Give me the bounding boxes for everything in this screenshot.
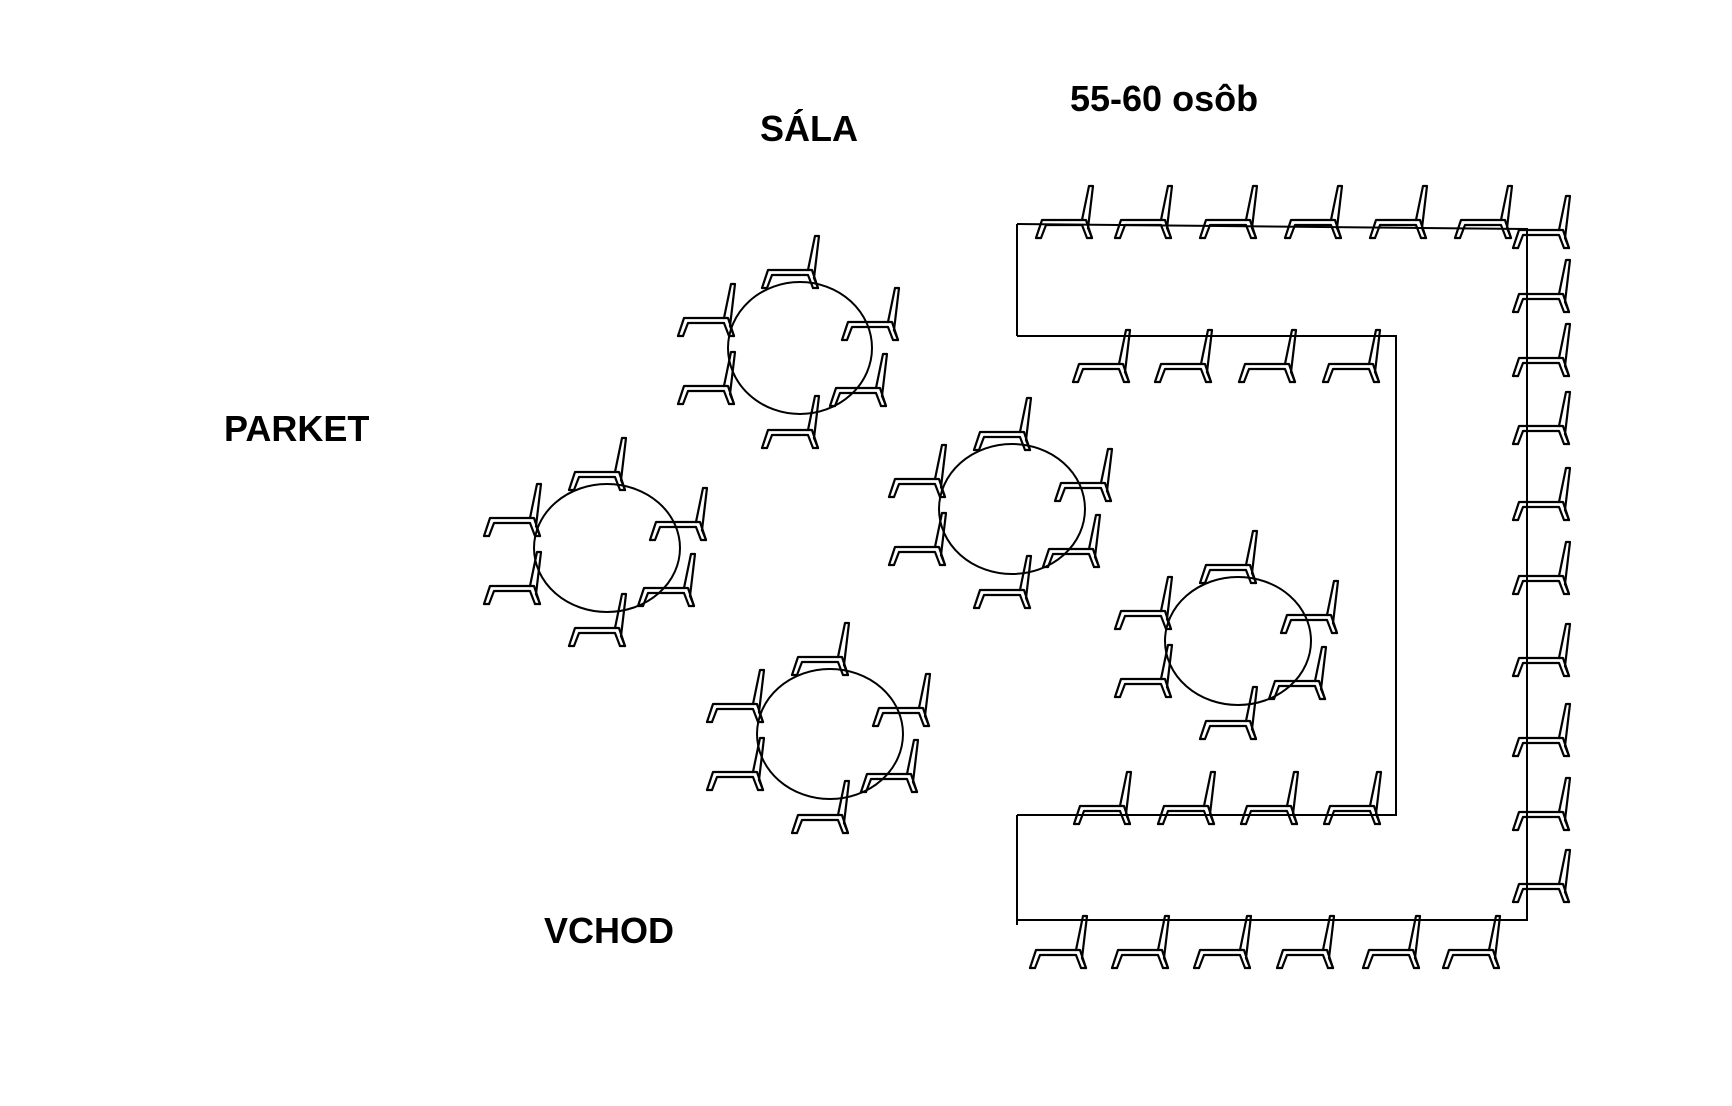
chair-icon [760,394,821,450]
chair-icon [972,554,1033,610]
chair-icon [1511,322,1572,378]
round-table [1164,576,1312,706]
room-label: SÁLA [760,108,858,149]
chair-icon [1511,702,1572,758]
chair-icon [1113,184,1174,240]
chair-icon [1034,184,1095,240]
chair-icon [1511,466,1572,522]
chair-icon [1192,914,1253,970]
chair-icon [482,550,543,606]
round-table [938,443,1086,575]
chair-icon [676,282,737,338]
u-table [1016,223,1528,925]
chair-icon [1511,540,1572,596]
round-table [533,483,681,613]
chair-icon [972,396,1033,452]
chair-icon [1453,184,1514,240]
chair-icon [1511,390,1572,446]
chair-icon [887,443,948,499]
chair-icon [636,552,697,608]
chair-icon [790,779,851,835]
chair-icon [1071,328,1132,384]
chair-icon [1113,575,1174,631]
chair-icon [1028,914,1089,970]
chair-icon [1283,184,1344,240]
chair-icon [828,352,889,408]
chair-icon [887,511,948,567]
chair-icon [567,592,628,648]
chair-icon [1198,184,1259,240]
chair-icon [1237,328,1298,384]
entrance-label: VCHOD [544,910,675,951]
dancefloor-label: PARKET [224,408,370,449]
chair-icon [1361,914,1422,970]
chair-icon [567,436,628,492]
chair-icon [676,350,737,406]
round-table [727,281,873,415]
round-table [756,668,904,800]
chair-icon [1239,770,1300,826]
chair-icon [1322,770,1383,826]
chair-icon [482,482,543,538]
chair-icon [1441,914,1502,970]
chair-icon [1156,770,1217,826]
chair-icon [790,621,851,677]
chair-icon [760,234,821,290]
chair-icon [1511,258,1572,314]
chair-icon [1072,770,1133,826]
round-tables [533,281,1312,800]
chair-icon [859,738,920,794]
chair-icon [1198,685,1259,741]
chair-icon [1511,194,1572,250]
chair-icon [1511,622,1572,678]
chair-icon [1110,914,1171,970]
chair-icon [1267,645,1328,701]
chair-icon [1321,328,1382,384]
chair-icon [1041,513,1102,569]
chair-icon [1368,184,1429,240]
chair-icon [1113,643,1174,699]
chair-icon [1198,529,1259,585]
capacity-label: 55-60 osôb [1070,78,1259,119]
chair-icon [705,668,766,724]
chair-icon [1511,848,1572,904]
chair-icon [1153,328,1214,384]
chair-icon [1511,776,1572,832]
chairs [482,184,1572,970]
chair-icon [705,736,766,792]
chair-icon [1275,914,1336,970]
